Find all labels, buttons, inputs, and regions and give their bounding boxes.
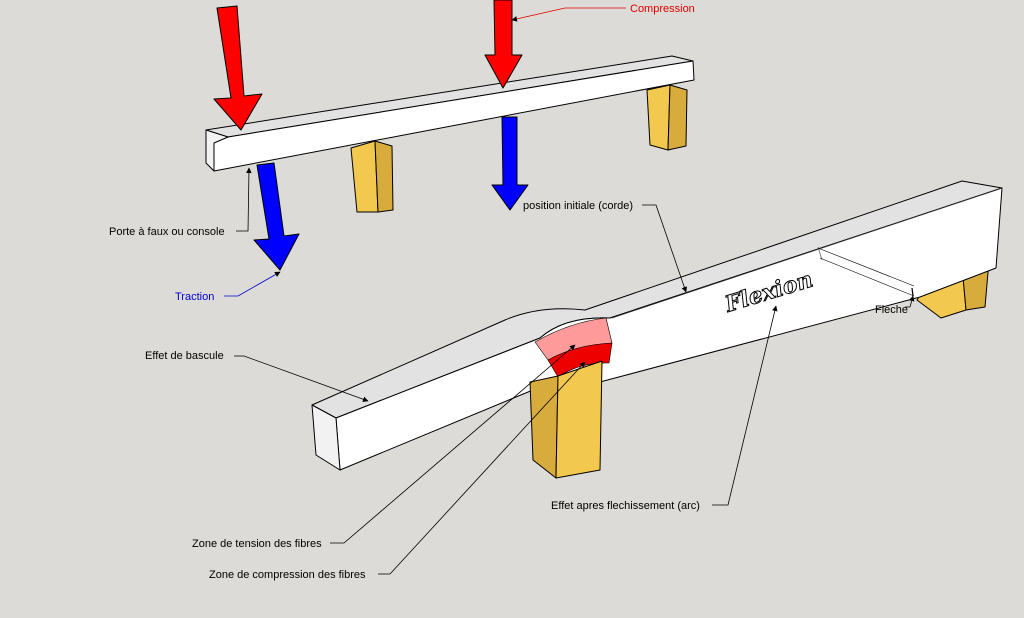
compression-arrow-middle: [484, 0, 523, 89]
label-position-initiale: position initiale (corde): [523, 200, 633, 212]
fleche-tick: [911, 287, 914, 297]
label-porte-a-faux: Porte à faux ou console: [109, 226, 225, 238]
top-beam: [205, 55, 695, 172]
zone-compression-fibres: [547, 342, 613, 378]
fleche-line-2: [819, 257, 915, 297]
traction-arrow-middle: [491, 116, 529, 211]
bent-beam-end-face: [311, 404, 341, 471]
top-beam-scene: [205, 0, 695, 271]
label-effet-bascule: Effet de bascule: [145, 350, 224, 362]
label-traction: Traction: [175, 291, 214, 303]
flexion-divider: [817, 246, 823, 261]
annotation-labels: Compression Porte à faux ou console Trac…: [109, 3, 908, 581]
compression-arrow-left: [213, 5, 263, 131]
top-post-right: [646, 84, 688, 151]
annotation-leaders: [224, 7, 915, 575]
chord-line: [611, 187, 1003, 319]
label-zone-tension: Zone de tension des fibres: [192, 538, 322, 550]
traction-arrow-left: [253, 162, 300, 271]
label-compression: Compression: [630, 3, 695, 15]
label-zone-compression: Zone de compression des fibres: [209, 569, 366, 581]
bent-beam-front-face: [335, 187, 1003, 471]
bottom-beam-scene: Flexion: [311, 180, 1003, 479]
label-effet-apres: Effet apres flechissement (arc): [551, 500, 700, 512]
label-fleche: Fleche: [875, 304, 908, 316]
top-post-middle: [350, 140, 394, 213]
fleche-line-1: [817, 247, 915, 287]
bottom-post-middle: [529, 360, 603, 479]
